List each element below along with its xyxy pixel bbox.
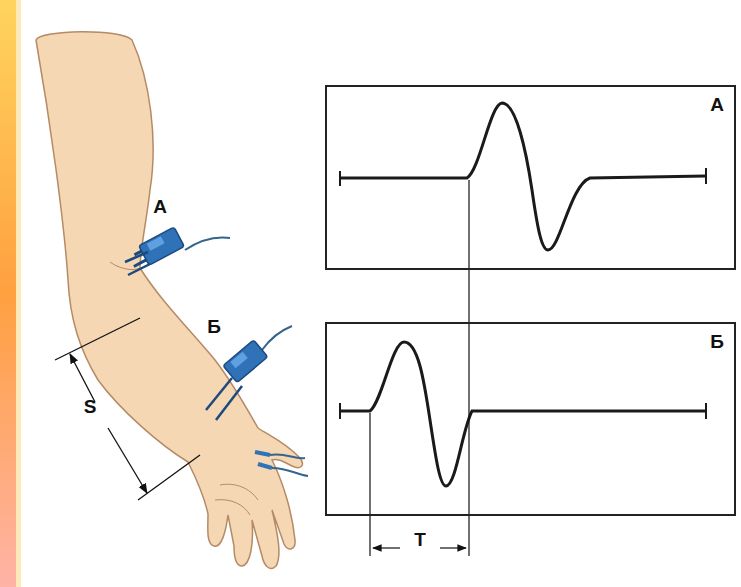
trace-a <box>340 103 706 250</box>
side-strip-light <box>16 0 21 587</box>
electrode-letter: А <box>153 197 167 216</box>
trace-b <box>340 342 706 486</box>
electrode-a <box>125 227 230 275</box>
stimulating-electrode <box>255 452 308 476</box>
distance-dimension <box>55 318 200 500</box>
arm <box>36 32 302 569</box>
dimension-label: T <box>411 530 429 549</box>
oscilloscope-panel: Б <box>325 322 736 516</box>
side-strip <box>0 0 16 587</box>
time-markers <box>370 180 469 556</box>
electrode-b <box>206 326 292 420</box>
oscilloscope-panel: А <box>325 85 736 270</box>
dimension-label: S <box>84 397 97 416</box>
electrode-letter: Б <box>207 317 221 336</box>
palm-creases <box>215 484 258 515</box>
panel-letter: А <box>710 95 724 114</box>
panel-letter: Б <box>710 332 724 351</box>
